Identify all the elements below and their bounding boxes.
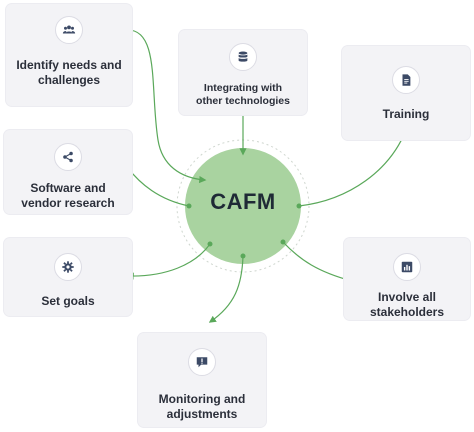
node-training-label: Training bbox=[382, 107, 430, 121]
arrow-stakeholders bbox=[282, 241, 354, 284]
document-icon bbox=[392, 66, 420, 94]
gear-icon bbox=[54, 253, 82, 281]
node-monitoring: Monitoring and adjustments bbox=[138, 333, 266, 427]
bar-chart-icon bbox=[393, 253, 421, 281]
node-stakeholders: Involve all stakeholders bbox=[344, 238, 470, 320]
arrow-stakeholders-dot bbox=[280, 239, 286, 245]
node-monitoring-label: Monitoring and adjustments bbox=[158, 392, 246, 421]
node-software-label: Software and vendor research bbox=[21, 181, 115, 210]
users-icon bbox=[55, 16, 83, 44]
node-training: Training bbox=[342, 46, 470, 140]
database-icon bbox=[229, 43, 257, 71]
arrow-goals-dot bbox=[207, 241, 213, 247]
node-set-goals: Set goals bbox=[4, 238, 132, 316]
arrow-training bbox=[298, 128, 408, 207]
alert-icon bbox=[188, 348, 216, 376]
node-integrating-label: Integrating with other technologies bbox=[196, 82, 290, 107]
arrow-monitoring-dot bbox=[240, 253, 246, 259]
node-stakeholders-label: Involve all stakeholders bbox=[369, 290, 445, 319]
share-icon bbox=[54, 143, 82, 171]
node-integrating: Integrating with other technologies bbox=[179, 30, 307, 115]
node-goals-label: Set goals bbox=[41, 294, 95, 308]
center-label: CAFM bbox=[210, 189, 276, 214]
arrow-monitoring bbox=[208, 255, 244, 323]
arrow-goals bbox=[126, 243, 211, 280]
arrow-software bbox=[123, 161, 190, 207]
node-identify-needs: Identify needs and challenges bbox=[6, 4, 132, 106]
node-software-research: Software and vendor research bbox=[4, 130, 132, 214]
node-identify-label: Identify needs and challenges bbox=[16, 58, 122, 87]
